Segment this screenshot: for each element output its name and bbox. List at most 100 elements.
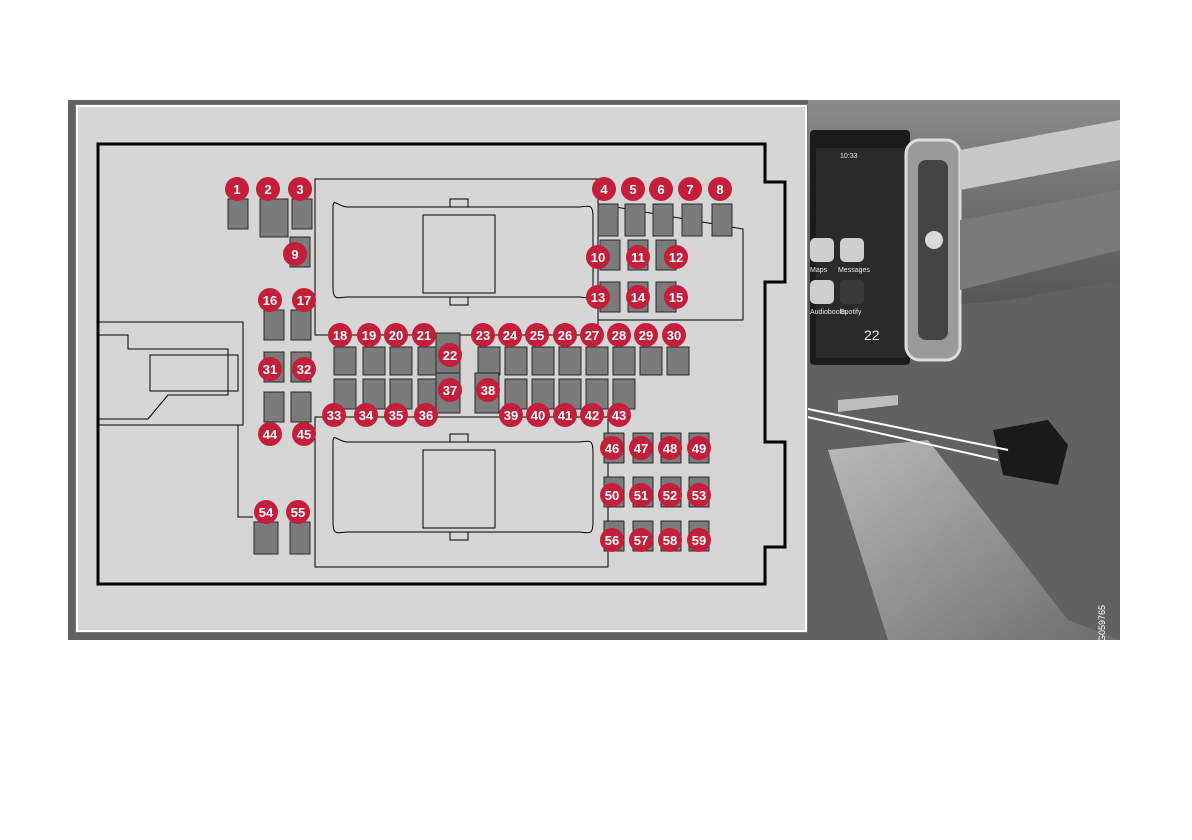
fuse-slot-26 xyxy=(559,347,581,375)
fuse-number: 12 xyxy=(669,250,683,265)
fuse-slot-7 xyxy=(682,204,702,236)
fuse-number: 57 xyxy=(634,533,648,548)
fuse-number-badge-44: 44 xyxy=(258,422,282,446)
fuse-number-badge-9: 9 xyxy=(283,242,307,266)
fuse-slot-29 xyxy=(640,347,662,375)
fuse-number: 39 xyxy=(504,408,518,423)
fuse-number-badge-58: 58 xyxy=(658,528,682,552)
fuse-number: 40 xyxy=(531,408,545,423)
fuse-number-badge-34: 34 xyxy=(354,403,378,427)
fuse-number: 43 xyxy=(612,408,626,423)
fuse-number-badge-15: 15 xyxy=(664,285,688,309)
screen-temperature: 22 xyxy=(864,327,880,343)
fuse-number-badge-30: 30 xyxy=(662,323,686,347)
fuse-number-badge-54: 54 xyxy=(254,500,278,524)
fuse-number-badge-31: 31 xyxy=(258,357,282,381)
fuse-number-badge-7: 7 xyxy=(678,177,702,201)
fuse-number-badge-57: 57 xyxy=(629,528,653,552)
fuse-number-badge-20: 20 xyxy=(384,323,408,347)
fuse-number-badge-11: 11 xyxy=(626,245,650,269)
fuse-number: 34 xyxy=(359,408,374,423)
fuse-number-badge-24: 24 xyxy=(498,323,522,347)
fuse-slot-54 xyxy=(254,522,278,554)
fuse-number-badge-27: 27 xyxy=(580,323,604,347)
fuse-number: 48 xyxy=(663,441,677,456)
fuse-number-badge-23: 23 xyxy=(471,323,495,347)
fuse-number: 32 xyxy=(297,362,311,377)
fuse-number: 21 xyxy=(417,328,431,343)
fuse-number: 20 xyxy=(389,328,403,343)
fuse-number: 47 xyxy=(634,441,648,456)
fuse-slot-27 xyxy=(586,347,608,375)
app-label-maps: Maps xyxy=(810,267,828,274)
fuse-number-badge-37: 37 xyxy=(438,378,462,402)
fuse-number: 56 xyxy=(605,533,619,548)
fuse-number: 9 xyxy=(291,247,298,262)
fuse-number: 10 xyxy=(591,250,605,265)
fuse-slot-20 xyxy=(390,347,412,375)
fuse-number-badge-47: 47 xyxy=(629,436,653,460)
fuse-number: 15 xyxy=(669,290,683,305)
fuse-number: 22 xyxy=(443,348,457,363)
fuse-number-badge-43: 43 xyxy=(607,403,631,427)
fuse-slot-3 xyxy=(292,199,312,229)
fuse-number: 30 xyxy=(667,328,681,343)
fuse-slot-55 xyxy=(290,522,310,554)
fuse-number-badge-13: 13 xyxy=(586,285,610,309)
fuse-number: 59 xyxy=(692,533,706,548)
fuse-slot-8 xyxy=(712,204,732,236)
fuse-slot-24 xyxy=(505,347,527,375)
fuse-number: 46 xyxy=(605,441,619,456)
fuse-number: 26 xyxy=(558,328,572,343)
fuse-number: 4 xyxy=(600,182,608,197)
fuse-number: 27 xyxy=(585,328,599,343)
fuse-slot-45 xyxy=(291,392,311,422)
fuse-number-badge-45: 45 xyxy=(292,422,316,446)
fuse-slot-2 xyxy=(260,199,288,237)
fuse-slot-25 xyxy=(532,347,554,375)
app-label-spotify: Spotify xyxy=(840,309,862,316)
fuse-number: 16 xyxy=(263,293,277,308)
fuse-number-badge-35: 35 xyxy=(384,403,408,427)
fuse-number-badge-49: 49 xyxy=(687,436,711,460)
fuse-number: 36 xyxy=(419,408,433,423)
fuse-slot-1 xyxy=(228,199,248,229)
fuse-number-badge-25: 25 xyxy=(525,323,549,347)
fuse-number: 13 xyxy=(591,290,605,305)
fuse-number: 2 xyxy=(264,182,271,197)
fuse-slot-28 xyxy=(613,347,635,375)
fuse-number-badge-39: 39 xyxy=(499,403,523,427)
fuse-number: 44 xyxy=(263,427,278,442)
fuse-number-badge-48: 48 xyxy=(658,436,682,460)
fuse-number: 6 xyxy=(657,182,664,197)
app-label-messages: Messages xyxy=(838,267,870,274)
fuse-number: 31 xyxy=(263,362,277,377)
fuse-number: 49 xyxy=(692,441,706,456)
fuse-number: 33 xyxy=(327,408,341,423)
fuse-slot-5 xyxy=(625,204,645,236)
fuse-number-badge-41: 41 xyxy=(553,403,577,427)
fuse-number: 5 xyxy=(629,182,636,197)
fuse-number-badge-33: 33 xyxy=(322,403,346,427)
fuse-number: 41 xyxy=(558,408,572,423)
fuse-number-badge-19: 19 xyxy=(357,323,381,347)
fuse-number-badge-50: 50 xyxy=(600,483,624,507)
fuse-number-badge-28: 28 xyxy=(607,323,631,347)
fuse-number: 17 xyxy=(297,293,311,308)
fuse-number-badge-4: 4 xyxy=(592,177,616,201)
fuse-slot-23 xyxy=(478,347,500,375)
fuse-box-diagram: 1234567891011121314151617181920212223242… xyxy=(78,107,805,630)
fuse-number: 23 xyxy=(476,328,490,343)
fuse-number-badge-2: 2 xyxy=(256,177,280,201)
fuse-number: 37 xyxy=(443,383,457,398)
fuse-number-badge-10: 10 xyxy=(586,245,610,269)
fuse-number: 7 xyxy=(686,182,693,197)
fuse-number: 54 xyxy=(259,505,274,520)
fuse-number-badge-53: 53 xyxy=(687,483,711,507)
fuse-number-badge-14: 14 xyxy=(626,285,650,309)
fuse-number-badge-40: 40 xyxy=(526,403,550,427)
fuse-number-badge-55: 55 xyxy=(286,500,310,524)
fuse-number: 1 xyxy=(233,182,240,197)
fuse-number: 24 xyxy=(503,328,518,343)
fuse-number: 53 xyxy=(692,488,706,503)
